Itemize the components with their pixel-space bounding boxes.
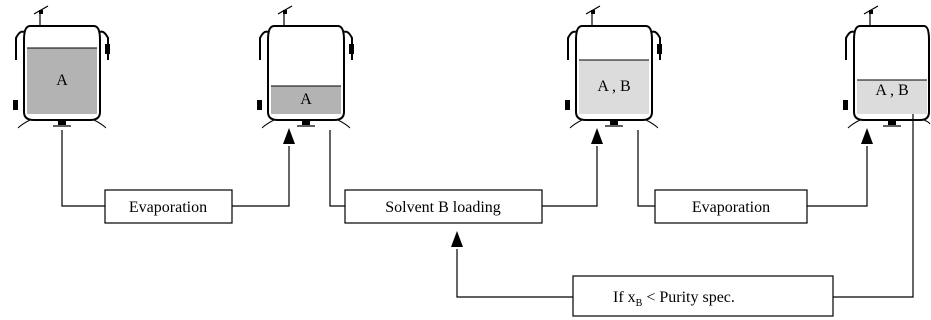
nozzle-2-left <box>257 100 262 110</box>
nozzle-3-right <box>657 44 662 54</box>
vessel-2-label: A <box>300 91 312 108</box>
nozzle-4-left <box>843 100 848 110</box>
step-3-box <box>654 189 808 224</box>
vessel-1: A <box>13 5 110 129</box>
loop-connector <box>451 114 914 298</box>
loop-suffix: < Purity spec. <box>642 289 735 306</box>
step-1-connector <box>61 128 295 207</box>
vessel-1-label: A <box>56 72 68 89</box>
outlet-valve-3 <box>610 120 618 125</box>
vessel-body-4 <box>853 25 930 121</box>
step-2-label: Solvent B loading <box>385 199 501 216</box>
liquid-level-2 <box>271 86 341 114</box>
step-3-connector <box>637 128 873 207</box>
vessel-2: A <box>257 5 354 129</box>
nozzle-2-right <box>349 44 354 54</box>
nozzle-3-left <box>565 100 570 110</box>
loop-condition-box <box>572 275 834 317</box>
vessel-4: A , B <box>843 5 931 129</box>
step-2-box <box>344 189 543 224</box>
nozzle-1-right <box>105 44 110 54</box>
vessel-body-2 <box>267 25 345 121</box>
outlet-valve-1 <box>58 120 66 125</box>
loop-condition-label: If xB < Purity spec. <box>613 289 735 309</box>
outlet-valve-2 <box>302 120 310 125</box>
nozzle-1-left <box>13 100 18 110</box>
vessel-body-1 <box>23 25 101 121</box>
arrow-to-vessel-3 <box>591 128 603 144</box>
step-1-label: Evaporation <box>129 199 207 216</box>
arrow-to-solvent-loading <box>451 231 463 247</box>
arrow-to-vessel-2 <box>283 128 295 144</box>
step-2-connector <box>329 128 603 207</box>
liquid-level-4 <box>857 80 927 114</box>
liquid-level-3 <box>579 60 649 114</box>
vessel-3-label: A , B <box>597 78 630 95</box>
step-1-box <box>104 189 233 224</box>
vessel-body-3 <box>575 25 653 121</box>
vessel-3: A , B <box>565 5 662 129</box>
loop-prefix: If x <box>613 289 636 306</box>
arrow-to-vessel-4 <box>861 128 873 144</box>
outlet-valve-4 <box>888 120 896 125</box>
vessel-4-label: A , B <box>875 82 908 99</box>
liquid-level-1 <box>27 48 97 114</box>
step-3-label: Evaporation <box>692 199 770 216</box>
loop-subscript: B <box>636 298 643 309</box>
